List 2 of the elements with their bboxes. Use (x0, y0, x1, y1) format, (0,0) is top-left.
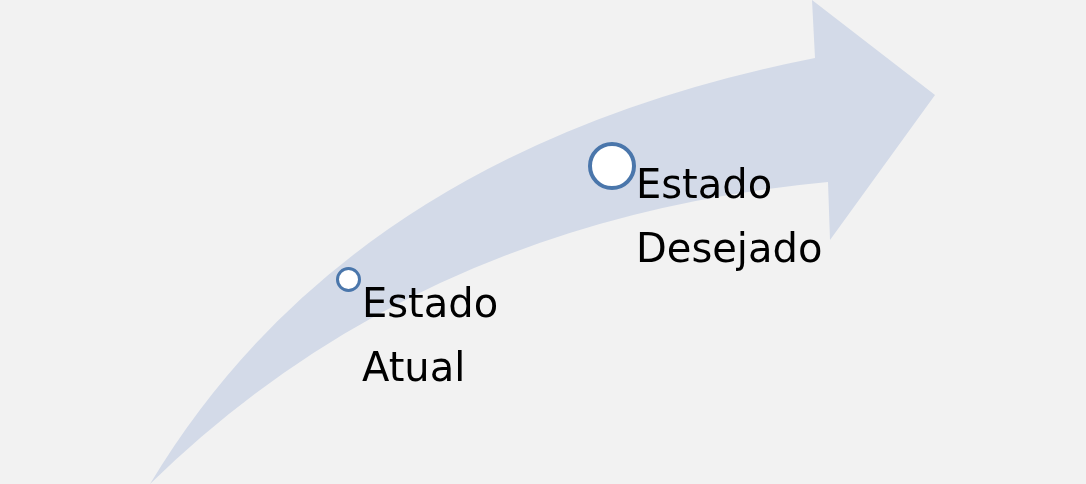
state-label: Estado Atual (362, 279, 500, 392)
state-label: Estado Desejado (636, 160, 824, 273)
